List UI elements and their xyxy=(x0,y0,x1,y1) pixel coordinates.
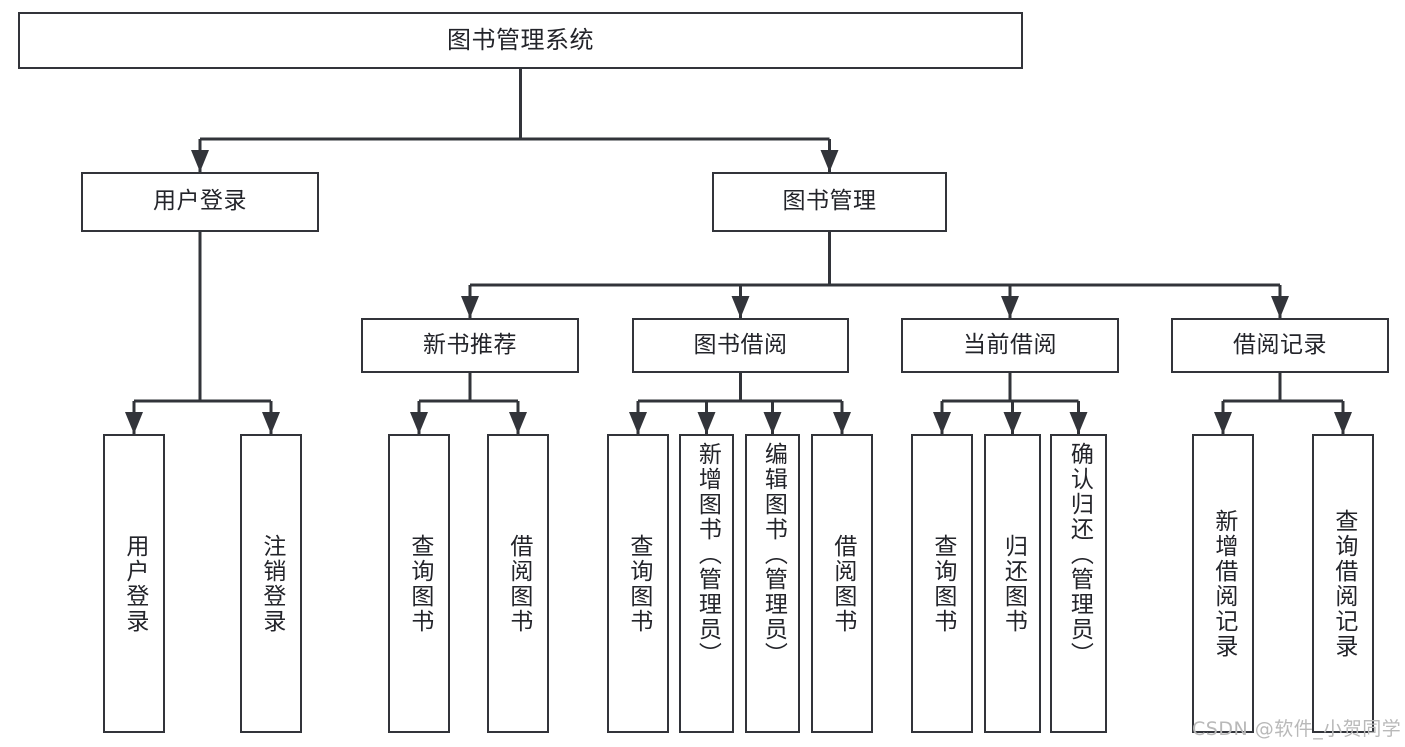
node-leaf-return-book[interactable]: 归还图书 xyxy=(984,434,1041,733)
node-leaf-add-borrow-record[interactable]: 新增借阅记录 xyxy=(1192,434,1254,733)
node-leaf-borrow-book-recommend[interactable]: 借阅图书 xyxy=(487,434,549,733)
node-leaf-user-login[interactable]: 用户登录 xyxy=(103,434,165,733)
node-leaf-confirm-return-admin[interactable]: 确认归还（管理员） xyxy=(1050,434,1107,733)
node-new-book-recommend[interactable]: 新书推荐 xyxy=(361,318,579,373)
node-leaf-query-book-recommend[interactable]: 查询图书 xyxy=(388,434,450,733)
node-leaf-edit-book-admin[interactable]: 编辑图书（管理员） xyxy=(745,434,800,733)
node-book-management[interactable]: 图书管理 xyxy=(712,172,947,232)
node-borrow-records[interactable]: 借阅记录 xyxy=(1171,318,1389,373)
watermark-label: CSDN @软件_小贺同学 xyxy=(1192,718,1402,740)
node-book-borrow[interactable]: 图书借阅 xyxy=(632,318,849,373)
node-leaf-borrow-book[interactable]: 借阅图书 xyxy=(811,434,873,733)
node-user-login[interactable]: 用户登录 xyxy=(81,172,319,232)
node-leaf-query-borrow-record[interactable]: 查询借阅记录 xyxy=(1312,434,1374,733)
node-leaf-logout[interactable]: 注销登录 xyxy=(240,434,302,733)
node-leaf-add-book-admin[interactable]: 新增图书（管理员） xyxy=(679,434,734,733)
node-root[interactable]: 图书管理系统 xyxy=(18,12,1023,69)
node-leaf-query-book-borrow[interactable]: 查询图书 xyxy=(607,434,669,733)
node-current-borrow[interactable]: 当前借阅 xyxy=(901,318,1119,373)
node-leaf-query-book-current[interactable]: 查询图书 xyxy=(911,434,973,733)
